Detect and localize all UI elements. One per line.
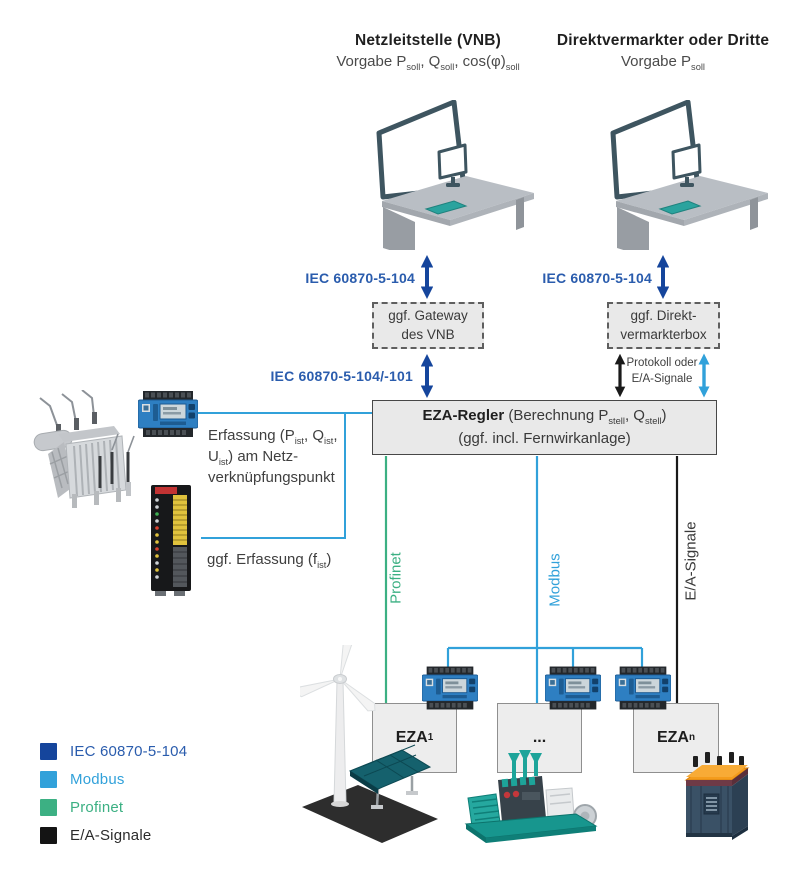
legend-label-modbus: Modbus [70, 771, 125, 788]
label-iec104-101: IEC 60870-5-104/-101 [270, 368, 413, 384]
label-protokoll-oder-ea: Protokoll oder E/A-Signale [626, 357, 698, 385]
legend-item-iec104: IEC 60870-5-104 [40, 743, 187, 760]
eza-regler-line2: (ggf. incl. Fernwirkanlage) [458, 429, 631, 447]
header-netzleitstelle: Netzleitstelle (VNB) Vorgabe Psoll, Qsol… [318, 32, 538, 72]
label-ggf-erfassung-f: ggf. Erfassung (fist) [207, 551, 332, 570]
legend-swatch-modbus [40, 771, 57, 788]
box-gateway-vnb: ggf. Gateway des VNB [372, 302, 484, 349]
eza1-controller-illustration [422, 666, 478, 710]
label-profinet-bus: Profinet [387, 552, 405, 604]
wind-solar-illustration [300, 645, 440, 845]
label-ea-signale-bus: E/A-Signale [682, 521, 700, 601]
header-netzleitstelle-subtitle: Vorgabe Psoll, Qsoll, cos(φ)soll [336, 53, 520, 72]
legend-label-profinet: Profinet [70, 799, 124, 816]
legend-swatch-ea-signale [40, 827, 57, 844]
legend: IEC 60870-5-104 Modbus Profinet E/A-Sign… [40, 743, 187, 844]
label-iec104-right: IEC 60870-5-104 [542, 270, 652, 286]
label-erfassung-netzverknuepfungspunkt: Erfassung (Pist, Qist, Uist) am Netz- ve… [208, 427, 338, 486]
line-measurement-f [201, 413, 346, 539]
label-modbus-bus: Modbus [546, 553, 564, 607]
eza-mid-controller-illustration [545, 666, 601, 710]
legend-item-modbus: Modbus [40, 771, 187, 788]
chp-genset-illustration [462, 750, 602, 846]
io-module-illustration [146, 483, 200, 597]
legend-item-ea-signale: E/A-Signale [40, 827, 187, 844]
header-netzleitstelle-title: Netzleitstelle (VNB) [354, 32, 502, 49]
box-eza-mid: ... [497, 703, 582, 773]
header-direktvermarkter: Direktvermarkter oder Dritte Vorgabe Pso… [553, 32, 773, 72]
ezan-controller-illustration [615, 666, 671, 710]
box-eza-regler: EZA-Regler (Berechnung Pstell, Qstell) (… [372, 400, 717, 455]
header-direktvermarkter-subtitle: Vorgabe Psoll [620, 53, 705, 72]
header-direktvermarkter-title: Direktvermarkter oder Dritte [556, 32, 770, 49]
line-modbus-bus [446, 456, 644, 703]
battery-storage-illustration [680, 748, 752, 843]
eza-regler-line1: EZA-Regler (Berechnung Pstell, Qstell) [422, 407, 667, 426]
workstation-netzleitstelle-illustration [366, 100, 546, 250]
legend-label-iec104: IEC 60870-5-104 [70, 743, 188, 760]
legend-swatch-iec104 [40, 743, 57, 760]
label-iec104-left: IEC 60870-5-104 [305, 270, 415, 286]
legend-label-ea-signale: E/A-Signale [70, 827, 152, 844]
workstation-direktvermarkter-illustration [600, 100, 780, 250]
box-direktvermarkterbox: ggf. Direkt- vermarkterbox [607, 302, 720, 349]
legend-item-profinet: Profinet [40, 799, 187, 816]
legend-swatch-profinet [40, 799, 57, 816]
transformer-illustration [28, 390, 140, 512]
power-meter-illustration [138, 391, 198, 437]
